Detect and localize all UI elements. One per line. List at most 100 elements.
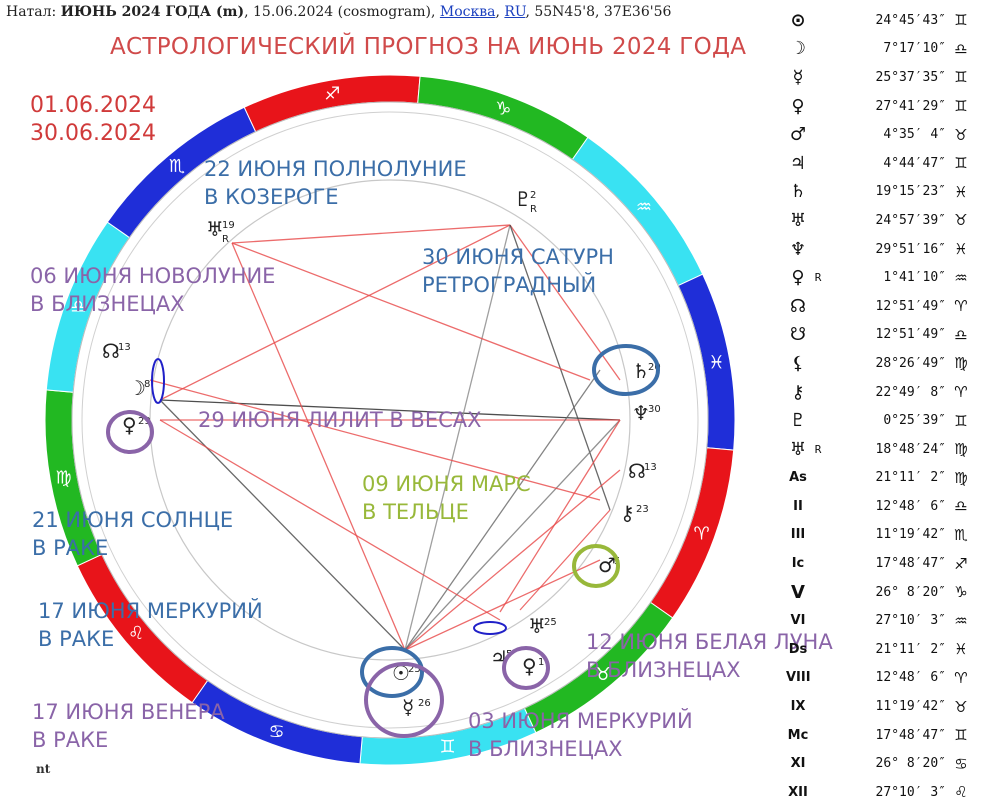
aspect-line (159, 419, 501, 621)
table-cell-r: R (814, 271, 822, 285)
table-cell-deg: 4°44′47″ (883, 155, 946, 171)
table-cell-sign: ♍ (954, 440, 968, 459)
table-row: ♆29°51′16″♓ (786, 235, 991, 264)
planet-glyph: ♂ (598, 553, 616, 577)
table-row: ♂4°35′ 4″♉ (786, 120, 991, 149)
table-cell-deg: 17°48′47″ (875, 727, 946, 743)
table-cell-sym: ☊ (790, 295, 806, 317)
planet-degree-label: 13 (644, 462, 657, 473)
table-cell-sign: ♎ (954, 325, 968, 344)
planet-degree-label: 20 (648, 362, 661, 373)
table-cell-sym: XI (790, 756, 806, 772)
table-cell-sign: ♊ (954, 411, 968, 430)
planet-glyph: ⚷ (620, 501, 635, 525)
table-row: ⚸28°26′49″♍ (786, 349, 991, 378)
table-cell-deg: 21°11′ 2″ (875, 470, 946, 486)
zodiac-sign-glyph: ♋ (269, 722, 285, 743)
planet-glyph: ☿ (402, 695, 414, 719)
table-cell-sign: ♊ (954, 726, 968, 745)
planet-glyph: ♅ (206, 217, 224, 241)
table-cell-sym: ⚸ (791, 352, 805, 374)
table-row: ☊ 12°51′49″ ♈ (786, 292, 991, 321)
table-cell-sym: ⊙ (790, 9, 806, 31)
highlight-lilith (106, 410, 154, 454)
table-cell-sign: ♒ (954, 611, 968, 630)
table-cell-sym: II (793, 498, 803, 514)
table-cell-sym: ♃ (789, 152, 807, 174)
highlight-mars (572, 544, 620, 588)
table-cell-deg: 18°48′24″ (875, 441, 946, 457)
table-row: ♀ 27°41′29″ ♊ (786, 92, 991, 121)
table-cell-sym: ♀ (791, 95, 805, 117)
table-cell-sign: ♓ (954, 240, 968, 259)
table-cell-sym: VIII (786, 670, 811, 686)
planet-glyph: ♆ (632, 401, 650, 425)
planet-degree-label: 8 (144, 379, 150, 390)
table-cell-sign: ♊ (954, 68, 968, 87)
table-cell-sym: ♂ (789, 124, 807, 146)
table-cell-deg: 12°48′ 6″ (875, 498, 946, 514)
aspect-line (404, 224, 511, 651)
table-cell-sign: ♊ (954, 97, 968, 116)
highlight-new-moon (151, 358, 165, 404)
table-cell-sym: IX (790, 699, 806, 715)
table-cell-sign: ♈ (954, 668, 968, 687)
city-link[interactable]: Москва (439, 4, 496, 20)
table-cell-sym: ⚷ (791, 381, 805, 403)
zodiac-sign-glyph: ♐ (324, 84, 340, 105)
zodiac-sign-glyph: ♓ (708, 352, 724, 373)
table-cell-sym: ♆ (789, 238, 807, 260)
astro-wheel: ♐♑♒♓♈♉♊♋♌♍♎♏☽8♀29☊13♅19R♇2R♄20♆30☊13⚷23♂… (44, 74, 736, 766)
table-cell-sym: Ic (791, 556, 805, 572)
table-row: ♃4°44′47″♊ (786, 149, 991, 178)
table-cell-deg: 26° 8′20″ (875, 584, 946, 600)
table-cell-sign: ♐ (954, 554, 968, 573)
zodiac-sign-glyph: ♎ (70, 297, 86, 318)
aspect-line (404, 419, 621, 651)
table-cell-sym: Ds (788, 641, 808, 657)
planet-glyph: ♅ (528, 614, 546, 638)
planet-glyph: ☉ (392, 661, 410, 685)
zodiac-sign-glyph: ♉ (595, 664, 611, 685)
table-cell-deg: 27°41′29″ (875, 98, 946, 114)
aspect-line (231, 242, 591, 381)
table-cell-deg: 12°51′49″ (875, 298, 946, 314)
planet-glyph: ♀ (522, 654, 537, 678)
planet-degree-label: 23 (636, 504, 649, 515)
table-row: ☽7°17′10″♎ (786, 35, 991, 64)
aspect-line (231, 224, 511, 244)
planet-degree-label: 2 (530, 190, 536, 201)
chart-header: Натал: ИЮНЬ 2024 ГОДА (m), 15.06.2024 (c… (6, 4, 672, 20)
country-link[interactable]: RU (504, 4, 526, 20)
table-cell-deg: 0°25′39″ (883, 413, 946, 429)
aspect-line (231, 242, 406, 651)
zodiac-sign-glyph: ♒ (636, 197, 652, 218)
table-cell-deg: 4°35′ 4″ (883, 127, 946, 143)
aspect-line (404, 369, 601, 651)
table-cell-sym: Mc (787, 727, 809, 743)
aspect-line (499, 419, 621, 613)
table-cell-sign: ♈ (954, 297, 968, 316)
table-cell-deg: 11°19′42″ (875, 527, 946, 543)
zodiac-sign-glyph: ♊ (439, 736, 455, 757)
header-coords: , 55N45'8, 37E36'56 (525, 4, 672, 20)
table-row: ⊙24°45′43″♊ (786, 6, 991, 35)
header-info: , 15.06.2024 (cosmogram), (244, 4, 440, 20)
aspect-line (519, 509, 611, 611)
table-row: ☋12°51′49″♎ (786, 321, 991, 350)
table-cell-deg: 21°11′ 2″ (875, 641, 946, 657)
planet-degree-label: 1 (538, 657, 544, 668)
table-cell-sign: ♏ (954, 525, 968, 544)
planet-degree-label: 26 (418, 698, 431, 709)
